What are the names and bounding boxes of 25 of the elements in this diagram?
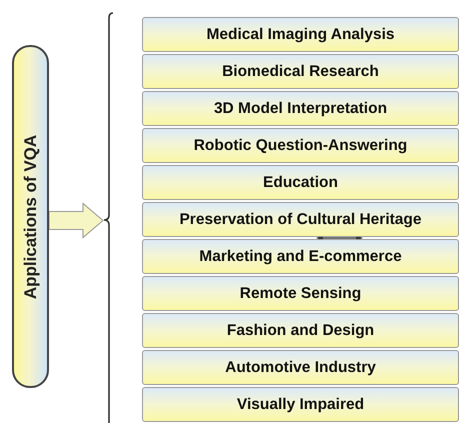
block-arrow (48, 202, 104, 239)
application-box (142, 165, 459, 200)
application-box (142, 128, 459, 163)
label-text: Education (263, 174, 338, 192)
label-text: Robotic Question-Answering (194, 136, 408, 154)
label-text: 3D Model Interpretation (214, 100, 388, 118)
label-text: Remote Sensing (240, 284, 362, 302)
application-box (142, 350, 459, 385)
application-box (142, 91, 459, 126)
category-pill (12, 45, 49, 388)
application-box (142, 54, 459, 89)
application-box (142, 387, 459, 422)
label-text: Marketing and E-commerce (199, 248, 402, 266)
application-box (142, 239, 459, 274)
label-text: Automotive Industry (225, 358, 376, 376)
label-text: Visually Impaired (236, 396, 364, 414)
application-box (142, 202, 459, 237)
application-box (142, 17, 459, 52)
label-text: Preservation of Cultural Heritage (179, 210, 422, 228)
label-text: Fashion and Design (226, 322, 374, 340)
application-box (142, 276, 459, 311)
label-text: Applications of VQA (20, 134, 40, 299)
label-text: Medical Imaging Analysis (206, 26, 395, 44)
label-text: Biomedical Research (222, 62, 379, 80)
application-box (142, 313, 459, 348)
